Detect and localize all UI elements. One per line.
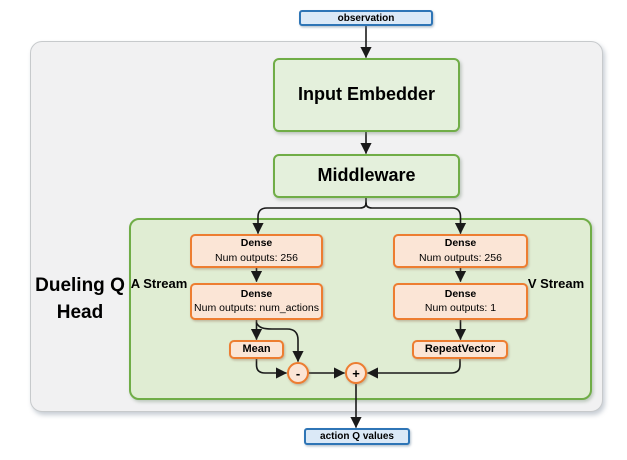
dense-v1-subtitle: Num outputs: 256	[419, 251, 502, 264]
dense-a2-title: Dense	[240, 287, 273, 300]
dense-v1-title: Dense	[444, 237, 477, 250]
plus-operator-label: +	[352, 365, 360, 381]
node-mean: Mean	[229, 340, 284, 359]
node-dense-a2: Dense Num outputs: num_actions	[190, 283, 323, 320]
dense-a2-subtitle: Num outputs: num_actions	[194, 302, 319, 314]
node-repeat-vector: RepeatVector	[412, 340, 508, 359]
observation-label: observation	[337, 12, 395, 24]
node-input-embedder: Input Embedder	[273, 58, 460, 132]
repeat-vector-label: RepeatVector	[424, 343, 496, 356]
node-minus-operator: -	[287, 362, 309, 384]
dense-v2-subtitle: Num outputs: 1	[424, 302, 497, 314]
mean-label: Mean	[242, 343, 271, 356]
v-stream-label: V Stream	[527, 276, 585, 291]
node-dense-v1: Dense Num outputs: 256	[393, 234, 528, 268]
node-dense-v2: Dense Num outputs: 1	[393, 283, 528, 320]
minus-operator-label: -	[295, 365, 301, 381]
input-embedder-label: Input Embedder	[297, 84, 435, 105]
a-stream-label: A Stream	[130, 276, 188, 291]
dense-a1-subtitle: Num outputs: 256	[215, 251, 298, 264]
middleware-label: Middleware	[317, 165, 416, 186]
dense-v2-title: Dense	[444, 287, 477, 300]
dueling-q-head-label: Dueling Q Head	[35, 275, 125, 323]
node-dense-a1: Dense Num outputs: 256	[190, 234, 323, 268]
action-q-values-label: action Q values	[320, 431, 394, 442]
node-action-q-values: action Q values	[304, 428, 410, 445]
dense-a1-title: Dense	[240, 237, 273, 250]
node-observation: observation	[299, 10, 433, 26]
node-middleware: Middleware	[273, 154, 460, 198]
node-plus-operator: +	[345, 362, 367, 384]
